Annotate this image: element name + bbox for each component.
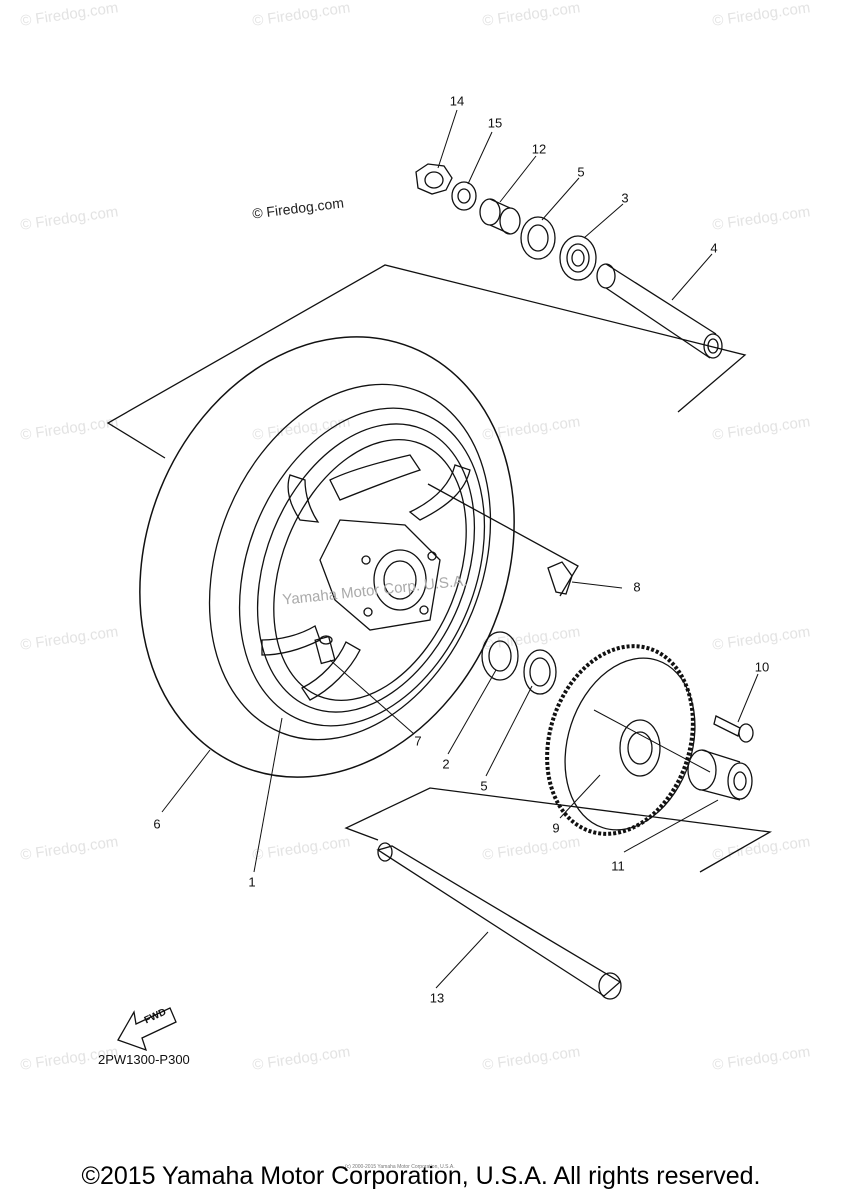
hub-bore-inner [383, 560, 417, 600]
part-number-10: 10 [754, 659, 770, 675]
part-8-clip [547, 561, 573, 595]
leader-lines [161, 109, 759, 989]
diagram-code: 2PW1300-P300 [98, 1052, 190, 1067]
part-number-11: 11 [611, 858, 625, 874]
copyright-notice: ©2015 Yamaha Motor Corporation, U.S.A. A… [81, 1162, 761, 1190]
part-15-washer [451, 181, 477, 211]
rim-outer [238, 407, 486, 727]
tire-inner [208, 383, 492, 741]
part-number-9: 9 [552, 820, 560, 836]
part-4-spacer-tube [596, 263, 723, 359]
upper-assembly-box [106, 264, 747, 459]
hub-bolt [361, 555, 371, 565]
part-number-5-upper: 5 [577, 164, 585, 180]
part-13-axle [376, 842, 622, 1000]
rim-lip [273, 439, 467, 701]
part-number-12: 12 [531, 141, 547, 157]
part-number-6: 6 [153, 816, 161, 832]
hub-bolt [419, 605, 429, 615]
part-number-7: 7 [414, 733, 422, 749]
part-number-8: 8 [633, 579, 641, 595]
fine-print: (c) 2000-2015 Yamaha Motor Corporation, … [345, 1164, 455, 1170]
part-number-2: 2 [442, 756, 450, 772]
part-3-bearing [559, 235, 597, 281]
hub-bolt [363, 607, 373, 617]
part-number-5-lower: 5 [480, 778, 488, 794]
rim-inner [256, 423, 476, 713]
wheel-spokes [261, 454, 471, 701]
part-5-oil-seal-upper [520, 216, 556, 260]
part-2-bearing [481, 631, 519, 681]
part-5-oil-seal-lower [523, 649, 557, 695]
part-14-nut [415, 163, 453, 195]
part-number-4: 4 [710, 240, 718, 256]
wheel-hub [319, 519, 441, 631]
part-10-bolt [713, 715, 754, 743]
part-8-box [427, 483, 579, 597]
part-number-1: 1 [248, 874, 256, 890]
part-number-3: 3 [621, 190, 629, 206]
part-number-14: 14 [449, 93, 465, 109]
part-12-collar [479, 198, 521, 235]
lower-axle-box [344, 787, 773, 873]
part-11-collar [687, 749, 753, 801]
hub-bolt [427, 551, 437, 561]
tire-outer [139, 336, 515, 778]
valve-stem [314, 635, 336, 665]
fwd-arrow [117, 1007, 177, 1052]
part-9-pulley [545, 644, 696, 836]
part-number-13: 13 [429, 990, 445, 1006]
hub-bore [373, 549, 427, 611]
part-number-15: 15 [487, 115, 503, 131]
